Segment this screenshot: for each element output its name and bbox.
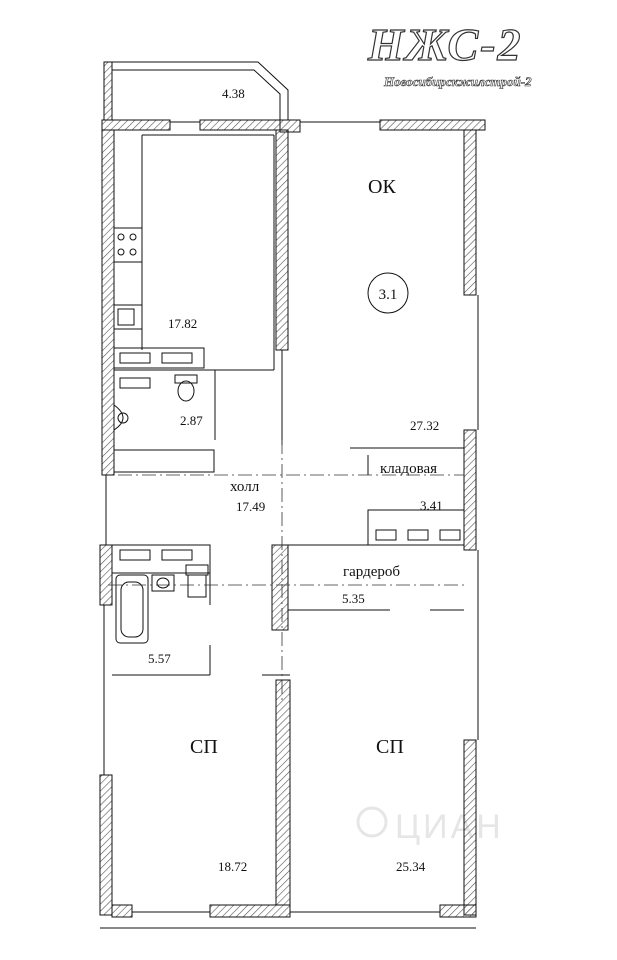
bedroom2-label: СП bbox=[376, 736, 404, 758]
wardrobe-area: 5.35 bbox=[342, 591, 365, 606]
storage-area: 3.41 bbox=[420, 498, 443, 513]
wc-area: 2.87 bbox=[180, 413, 203, 428]
balcony-area: 4.38 bbox=[222, 86, 245, 101]
watermark-text: ЦИАН bbox=[395, 808, 504, 846]
hall-label: холл bbox=[230, 479, 260, 495]
storage-label: кладовая bbox=[380, 461, 437, 477]
interior-walls bbox=[111, 129, 465, 906]
bath-toilet-icon bbox=[187, 574, 207, 598]
watermark: ЦИАН bbox=[356, 806, 504, 846]
balcony bbox=[103, 61, 289, 121]
axis-lines bbox=[108, 440, 464, 700]
bathroom-area: 5.57 bbox=[148, 651, 171, 666]
logo-sub-text: Новосибирскжилстрой-2 bbox=[383, 74, 532, 89]
living-room-label: ОК bbox=[368, 176, 396, 198]
wc-sink-icon bbox=[113, 404, 124, 431]
kitchen-area: 17.82 bbox=[168, 316, 197, 331]
apartment-number-badge: 3.1 bbox=[367, 272, 409, 314]
room-labels: 4.38 17.82 ОК 27.32 2.87 кладовая 3.41 х… bbox=[148, 86, 443, 874]
bedroom2-area: 25.34 bbox=[396, 859, 426, 874]
stove-icon bbox=[113, 227, 143, 263]
bath-sink-icon bbox=[151, 574, 175, 592]
kitchen-sink-icon bbox=[113, 304, 143, 330]
bathtub-icon bbox=[115, 574, 149, 644]
toilet-icon bbox=[174, 374, 198, 384]
bedroom1-label: СП bbox=[190, 736, 218, 758]
exterior-walls bbox=[99, 119, 486, 929]
apartment-number: 3.1 bbox=[379, 287, 398, 303]
wardrobe-label: гардероб bbox=[343, 564, 400, 580]
bedroom1-area: 18.72 bbox=[218, 859, 247, 874]
logo-main-text: НЖС-2 bbox=[367, 19, 523, 70]
fixtures bbox=[113, 227, 461, 644]
hall-area: 17.49 bbox=[236, 499, 265, 514]
logo: НЖС-2 Новосибирскжилстрой-2 bbox=[366, 18, 532, 89]
living-room-area: 27.32 bbox=[410, 418, 439, 433]
